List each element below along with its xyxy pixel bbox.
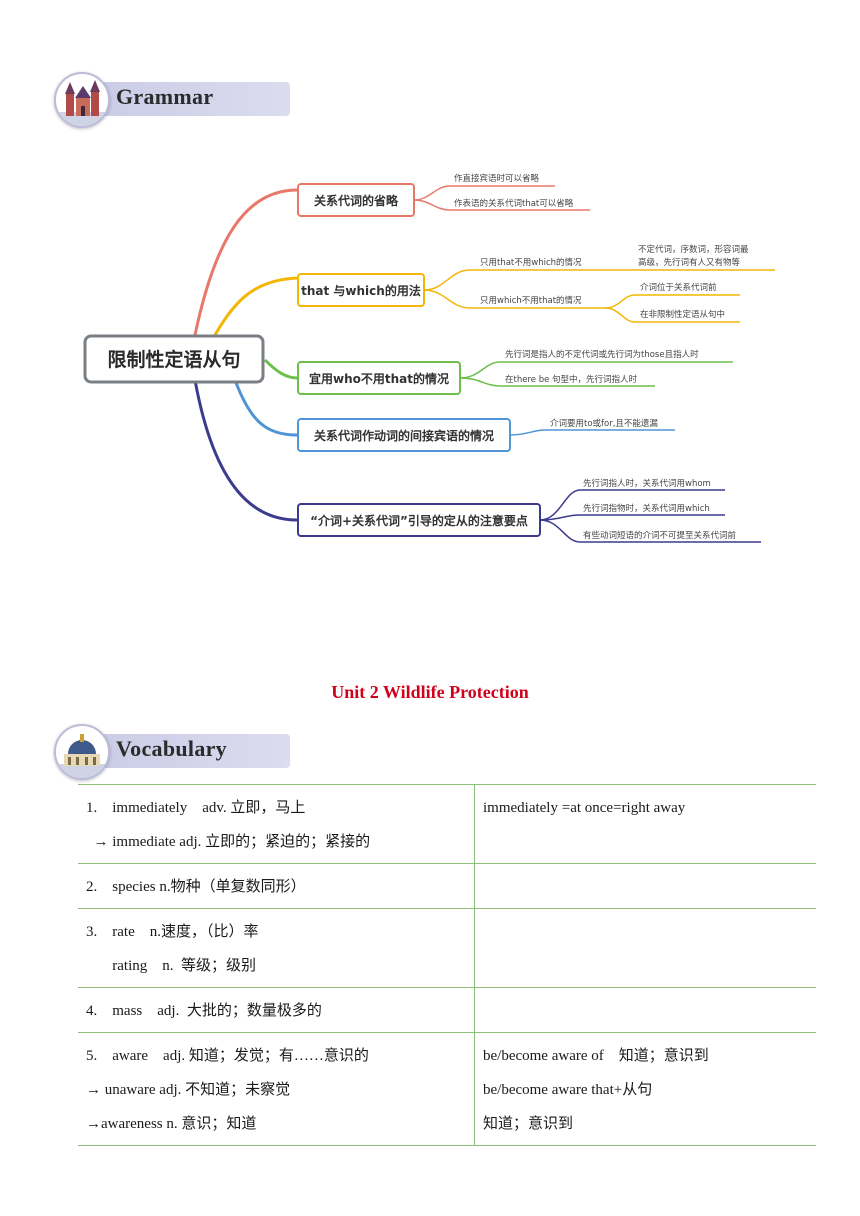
vocab-line: →awareness n. 意识；知道 bbox=[86, 1116, 257, 1132]
branch-2-label: that 与which的用法 bbox=[301, 283, 421, 298]
vocab-line: 5. aware adj. 知道；发觉；有……意识的 bbox=[86, 1048, 369, 1064]
vocab-line: rating n. 等级；级别 bbox=[86, 958, 256, 974]
branch-5-leaf-3: 有些动词短语的介词不可提至关系代词前 bbox=[583, 530, 737, 541]
grammar-section-header: Grammar bbox=[54, 72, 290, 128]
branch-3-label: 宜用who不用that的情况 bbox=[309, 371, 449, 386]
branch-5-leaf-1: 先行词指人时，关系代词用whom bbox=[583, 478, 711, 489]
branch-1-leaf-1-line bbox=[413, 185, 555, 201]
table-row: 5. aware adj. 知道；发觉；有……意识的 → unaware adj… bbox=[78, 1032, 816, 1146]
vocab-right-cell bbox=[474, 987, 816, 1033]
branch-2-leaf-2: 只用which不用that的情况 bbox=[480, 295, 582, 306]
connector-branch-5 bbox=[193, 379, 298, 522]
branch-3-leaf-2-line bbox=[459, 377, 655, 387]
vocab-line: 4. mass adj. 大批的；数量极多的 bbox=[86, 1003, 322, 1019]
vocab-left-cell: 4. mass adj. 大批的；数量极多的 bbox=[78, 987, 475, 1033]
connector-branch-3 bbox=[263, 358, 298, 380]
vocab-right-cell bbox=[474, 908, 816, 988]
branch-5-leaf-1-line bbox=[539, 489, 725, 521]
connector-branch-4 bbox=[233, 379, 298, 437]
vocab-line: 2. species n.物种（单复数同形） bbox=[86, 879, 306, 895]
vocab-left-cell: 1. immediately adv. 立即，马上 → immediate ad… bbox=[78, 784, 475, 864]
castle-icon bbox=[54, 72, 110, 128]
branch-2-subleaf-b2-line bbox=[604, 307, 740, 323]
header-band bbox=[80, 82, 290, 116]
mindmap-root-box bbox=[83, 334, 265, 384]
branch-4-leaf-1: 介词要用to或for,且不能遗漏 bbox=[550, 418, 658, 429]
connector-branch-2 bbox=[213, 276, 298, 336]
table-row: 3. rate n.速度，（比）率 rating n. 等级；级别 bbox=[78, 908, 816, 988]
vocab-line: → unaware adj. 不知道；未察觉 bbox=[86, 1082, 291, 1098]
branch-4-label: 关系代词作动词的间接宾语的情况 bbox=[314, 428, 494, 443]
dome-building-icon bbox=[54, 724, 110, 780]
connector-branch-1 bbox=[193, 188, 298, 336]
branch-5-leaf-2: 先行词指物时，关系代词用which bbox=[583, 503, 710, 514]
vocabulary-section-header: Vocabulary bbox=[54, 724, 290, 780]
mindmap-root-label: 限制性定语从句 bbox=[107, 348, 240, 371]
grammar-mindmap: 限制性定语从句 关系代词的省略 作直接宾语时可以省略 作表语的关系代词that可… bbox=[83, 173, 775, 543]
branch-3-leaf-1: 先行词是指人的不定代词或先行词为those且指人时 bbox=[505, 349, 699, 360]
vocab-line: 3. rate n.速度，（比）率 bbox=[86, 924, 259, 940]
vocab-right-cell: immediately =at once=right away bbox=[474, 784, 816, 864]
header-band bbox=[80, 734, 290, 768]
table-row: 2. species n.物种（单复数同形） bbox=[78, 863, 816, 909]
vocabulary-title: Vocabulary bbox=[116, 736, 227, 761]
vocab-line: 知道；意识到 bbox=[483, 1116, 574, 1132]
branch-3-leaf-2: 在there be 句型中，先行词指人时 bbox=[505, 374, 638, 385]
branch-1-leaf-1: 作直接宾语时可以省略 bbox=[454, 173, 540, 184]
branch-5-leaf-2-line bbox=[539, 514, 725, 521]
vocab-right-cell: be/become aware of 知道；意识到 be/become awar… bbox=[474, 1032, 816, 1146]
branch-2-subleaf-b-2: 在非限制性定语从句中 bbox=[640, 309, 725, 320]
branch-2-leaf-1-line bbox=[423, 269, 610, 291]
branch-5-leaf-3-line bbox=[539, 519, 761, 543]
vocab-left-cell: 2. species n.物种（单复数同形） bbox=[78, 863, 475, 909]
vocab-left-cell: 5. aware adj. 知道；发觉；有……意识的 → unaware adj… bbox=[78, 1032, 475, 1146]
branch-1-label: 关系代词的省略 bbox=[314, 193, 399, 208]
table-row: 4. mass adj. 大批的；数量极多的 bbox=[78, 987, 816, 1033]
branch-2-subleaf-b1-line bbox=[604, 294, 740, 309]
vocab-line: be/become aware that+从句 bbox=[483, 1082, 653, 1098]
branch-2-leaf-2-line bbox=[423, 289, 605, 309]
branch-1-leaf-2-line bbox=[413, 199, 590, 211]
branch-4-leaf-1-line bbox=[509, 429, 675, 436]
grammar-title: Grammar bbox=[116, 84, 214, 109]
vocabulary-table: 1. immediately adv. 立即，马上 → immediate ad… bbox=[78, 784, 816, 1146]
branch-2-leaf-1: 只用that不用which的情况 bbox=[480, 257, 582, 268]
branch-3-leaf-1-line bbox=[459, 361, 733, 379]
vocab-line: immediately =at once=right away bbox=[483, 800, 686, 816]
branch-5-label: “介词+关系代词”引导的定从的注意要点 bbox=[310, 513, 528, 528]
vocab-line: be/become aware of 知道；意识到 bbox=[483, 1048, 709, 1064]
vocab-left-cell: 3. rate n.速度，（比）率 rating n. 等级；级别 bbox=[78, 908, 475, 988]
vocab-line: → immediate adj. 立即的；紧迫的；紧接的 bbox=[86, 834, 371, 850]
branch-1-leaf-2: 作表语的关系代词that可以省略 bbox=[454, 198, 574, 209]
branch-2-subleaf-b-1: 介词位于关系代词前 bbox=[640, 282, 717, 293]
table-row: 1. immediately adv. 立即，马上 → immediate ad… bbox=[78, 784, 816, 864]
vocab-line: 1. immediately adv. 立即，马上 bbox=[86, 800, 306, 816]
unit-title: Unit 2 Wildlife Protection bbox=[331, 682, 529, 702]
branch-2-subleaf-a-2: 高级，先行词有人又有物等 bbox=[638, 257, 741, 268]
branch-2-subleaf-a-1: 不定代词，序数词，形容词最 bbox=[638, 244, 749, 255]
vocab-right-cell bbox=[474, 863, 816, 909]
